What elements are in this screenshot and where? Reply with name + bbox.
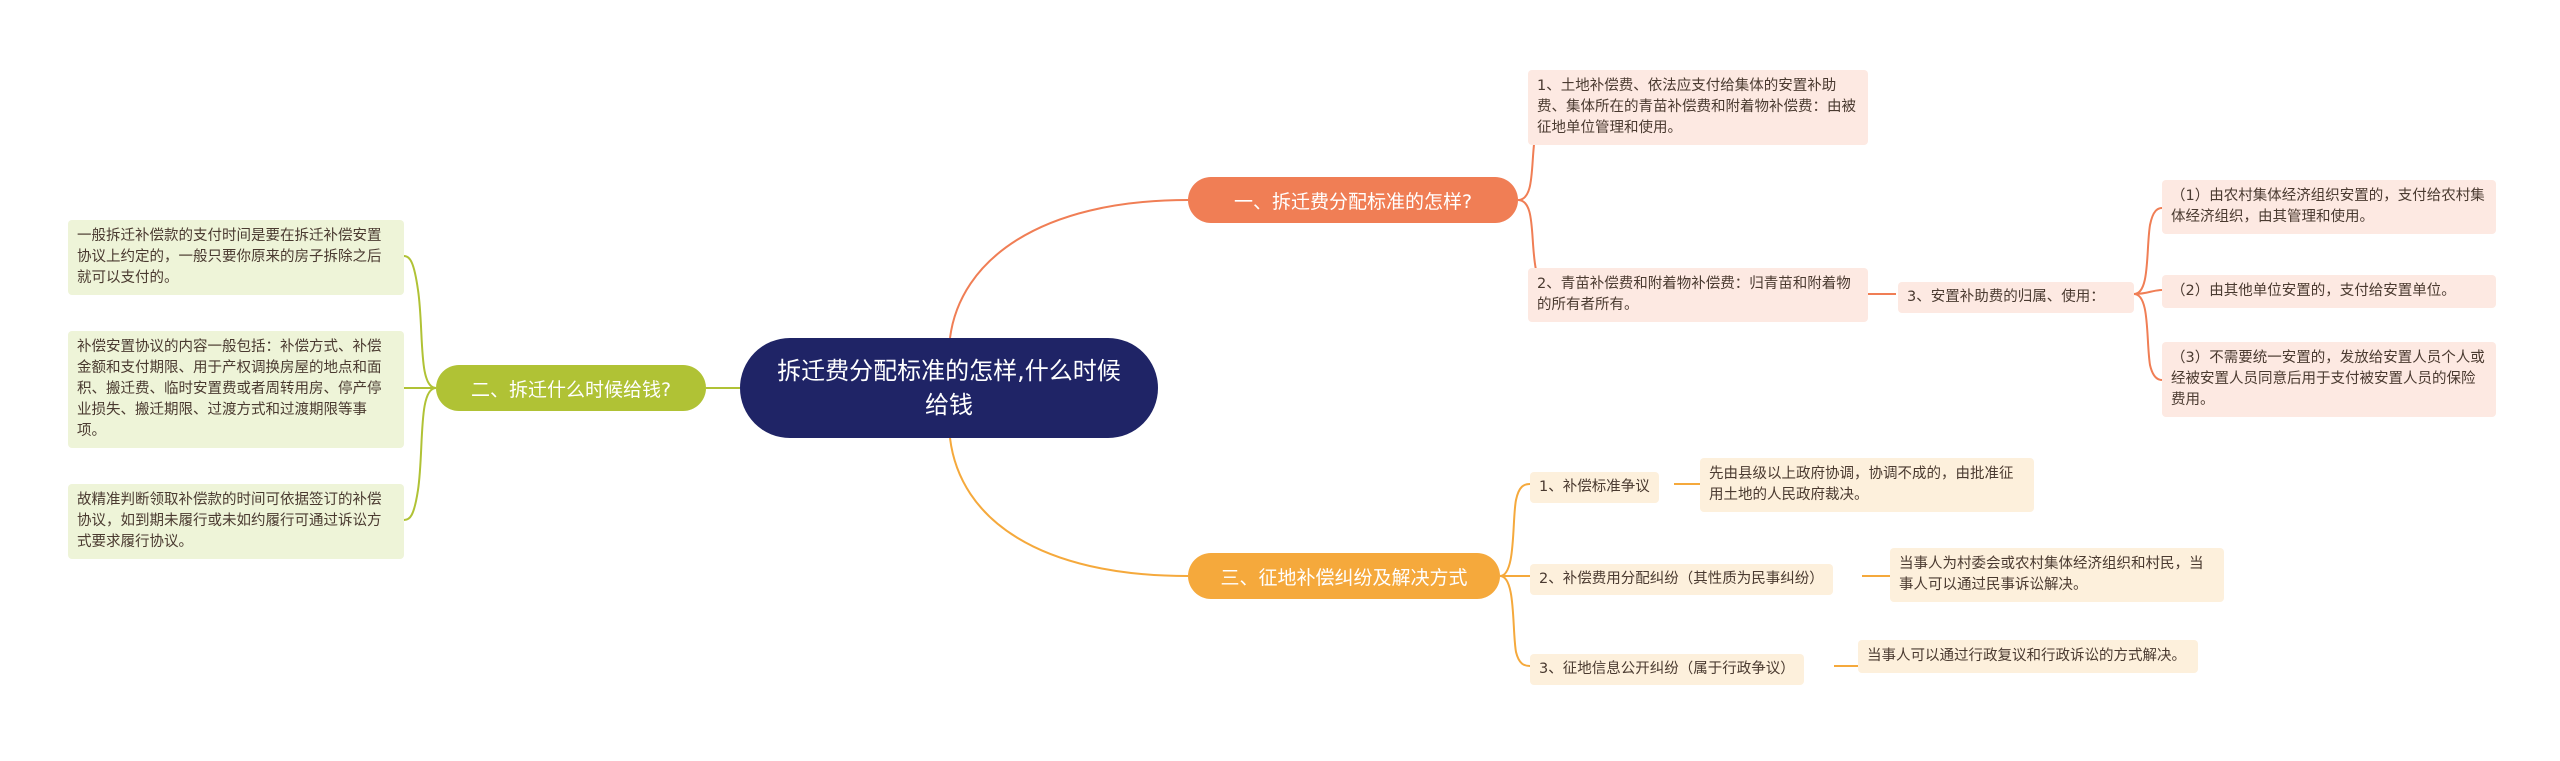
link-b2-item1 [403, 255, 437, 389]
detail-standard-dispute[interactable]: 先由县级以上政府协调，协调不成的，由批准征用土地的人民政府裁决。 [1700, 458, 2034, 512]
sub-standard-dispute[interactable]: 1、补偿标准争议 [1530, 472, 1659, 503]
leaf-agreement-contents[interactable]: 补偿安置协议的内容一般包括：补偿方式、补偿金额和支付期限、用于产权调换房屋的地点… [68, 331, 404, 448]
detail-allocation-dispute[interactable]: 当事人为村委会或农村集体经济组织和村民，当事人可以通过民事诉讼解决。 [1890, 548, 2224, 602]
link-b3-sub3 [1499, 575, 1531, 667]
link-item3-c1 [2133, 207, 2163, 295]
leaf-resettlement-collective[interactable]: （1）由农村集体经济组织安置的，支付给农村集体经济组织，由其管理和使用。 [2162, 180, 2496, 234]
link-root-b3 [949, 437, 1189, 577]
leaf-payment-agreement-time[interactable]: 一般拆迁补偿款的支付时间是要在拆迁补偿安置协议上约定的，一般只要你原来的房子拆除… [68, 220, 404, 295]
link-item3-c3 [2133, 293, 2163, 381]
link-b2-item3 [403, 387, 437, 521]
leaf-resettlement-individual[interactable]: （3）不需要统一安置的，发放给安置人员个人或经被安置人员同意后用于支付被安置人员… [2162, 342, 2496, 417]
branch-dispute-resolution[interactable]: 三、征地补偿纠纷及解决方式 [1188, 553, 1500, 599]
sub-allocation-dispute[interactable]: 2、补偿费用分配纠纷（其性质为民事纠纷） [1530, 564, 1833, 595]
leaf-crop-compensation[interactable]: 2、青苗补偿费和附着物补偿费：归青苗和附着物的所有者所有。 [1528, 268, 1868, 322]
leaf-resettlement-subsidy[interactable]: 3、安置补助费的归属、使用： [1898, 282, 2134, 313]
root-topic[interactable]: 拆迁费分配标准的怎样,什么时候给钱 [740, 338, 1158, 438]
link-b3-sub1 [1499, 483, 1531, 577]
sub-information-disclosure-dispute[interactable]: 3、征地信息公开纠纷（属于行政争议） [1530, 654, 1804, 685]
link-root-b1 [949, 199, 1189, 339]
leaf-resettlement-other-unit[interactable]: （2）由其他单位安置的，支付给安置单位。 [2162, 275, 2496, 308]
leaf-judging-payment-time[interactable]: 故精准判断领取补偿款的时间可依据签订的补偿协议，如到期未履行或未如约履行可通过诉… [68, 484, 404, 559]
branch-payment-time[interactable]: 二、拆迁什么时候给钱? [436, 365, 706, 411]
branch-distribution-standard[interactable]: 一、拆迁费分配标准的怎样? [1188, 177, 1518, 223]
leaf-land-compensation[interactable]: 1、土地补偿费、依法应支付给集体的安置补助费、集体所在的青苗补偿费和附着物补偿费… [1528, 70, 1868, 145]
detail-information-disclosure-dispute[interactable]: 当事人可以通过行政复议和行政诉讼的方式解决。 [1858, 640, 2198, 673]
